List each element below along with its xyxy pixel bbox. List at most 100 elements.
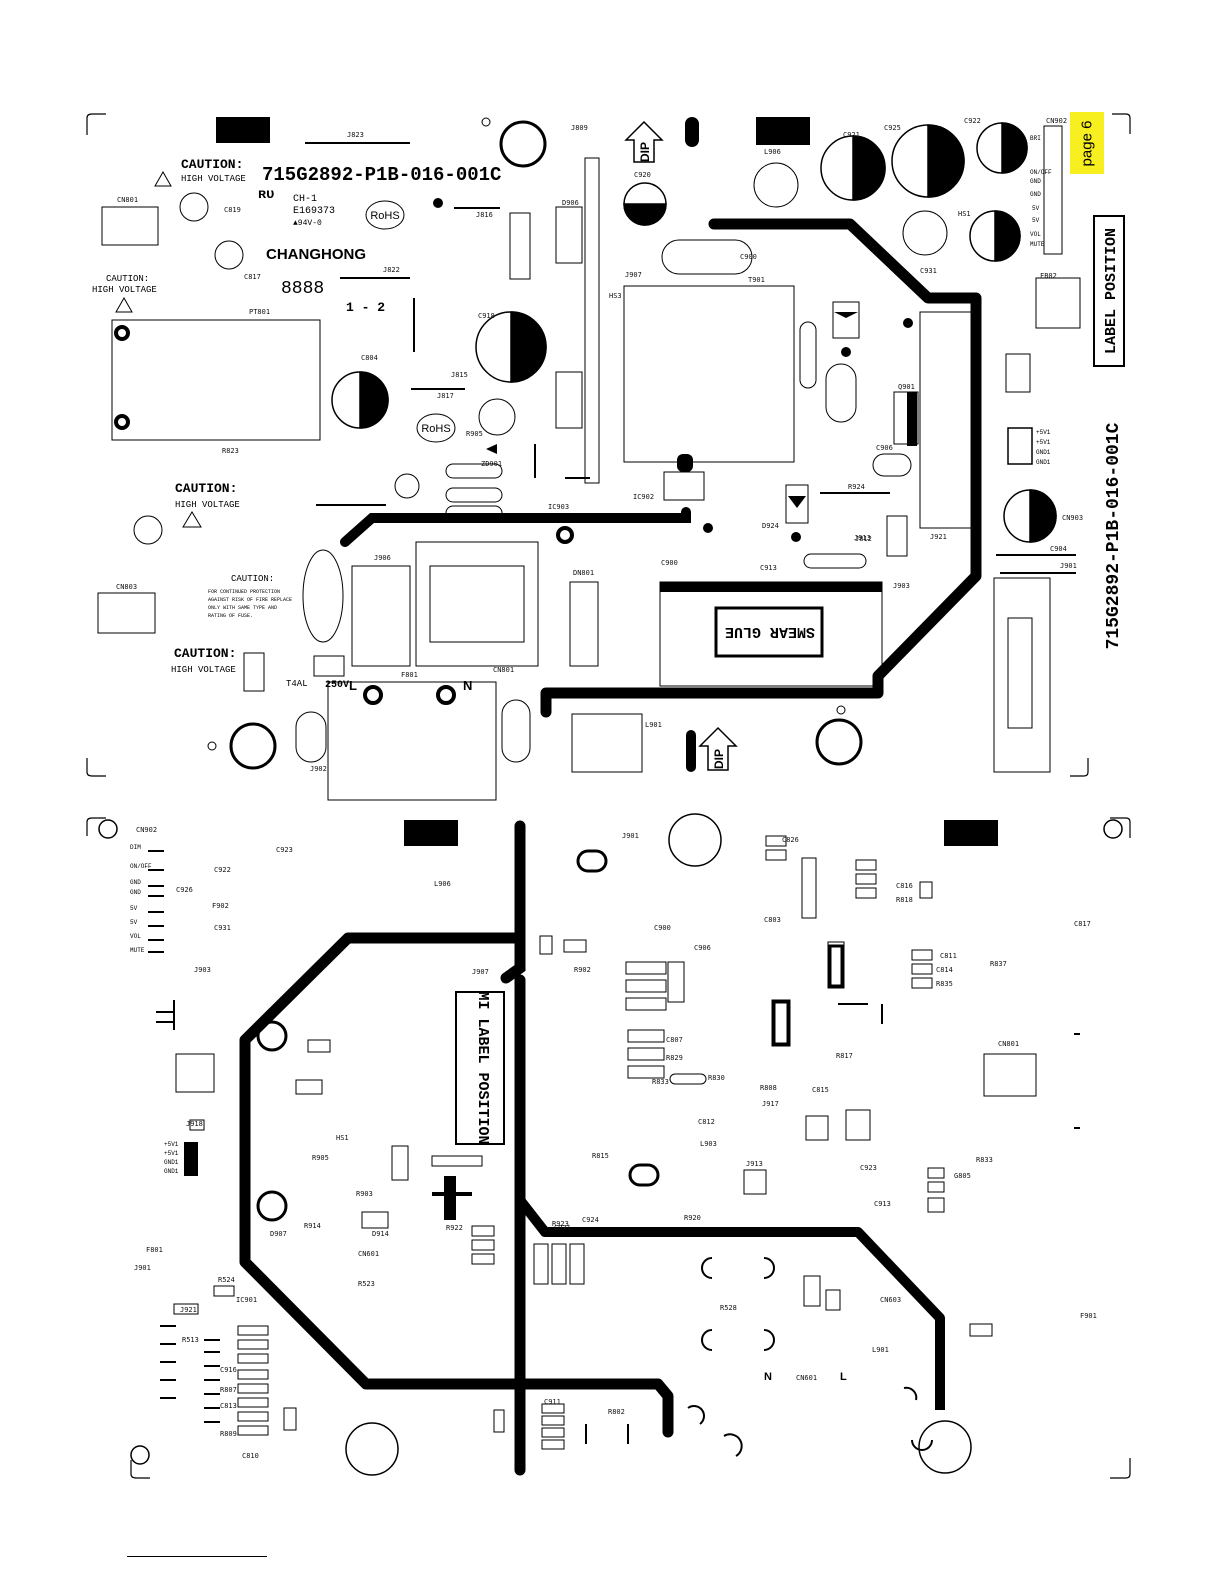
high-voltage-label: HIGH VOLTAGE bbox=[181, 174, 246, 184]
ref-label: J817 bbox=[437, 392, 454, 400]
dip-arrow-bottom: DIP bbox=[686, 726, 738, 772]
ref-label: C926 bbox=[176, 886, 193, 894]
ref-label: L903 bbox=[700, 1140, 717, 1148]
fuse-caution: CAUTION: FOR CONTINUED PROTECTION AGAINS… bbox=[208, 574, 292, 619]
cn904-pin-labels: +5V1 +5V1 GND1 GND1 bbox=[1036, 429, 1051, 466]
output-pin-labels-bottom: +5V1 +5V1 GND1 GND1 bbox=[164, 1141, 198, 1176]
ref-label: C817 bbox=[1074, 920, 1091, 928]
smear-glue-band bbox=[660, 582, 882, 592]
caution-top-3: CAUTION: HIGH VOLTAGE bbox=[175, 481, 240, 528]
pin-label: GND bbox=[130, 879, 141, 886]
ref-label: R808 bbox=[760, 1084, 777, 1092]
ref-label: C925 bbox=[884, 124, 901, 132]
fuse-caution-line: ONLY WITH SAME TYPE AND bbox=[208, 605, 277, 611]
ref-label: FB02 bbox=[1040, 272, 1057, 280]
ref-label: R905 bbox=[466, 430, 483, 438]
pin-label: +5V1 bbox=[164, 1141, 179, 1148]
line-n: N bbox=[463, 678, 472, 693]
l901-choke bbox=[415, 541, 539, 667]
ref-label: L906 bbox=[764, 148, 781, 156]
trace-lines bbox=[305, 142, 1076, 574]
ref-label: R903 bbox=[356, 1190, 373, 1198]
ref-label: R523 bbox=[358, 1280, 375, 1288]
caution-label: CAUTION: bbox=[174, 646, 236, 661]
ref-label: Q901 bbox=[898, 383, 915, 391]
footer-rule bbox=[127, 1556, 267, 1557]
ref-label: C931 bbox=[214, 924, 231, 932]
hs3-heatsink bbox=[584, 157, 600, 484]
fiducial-block bbox=[944, 820, 998, 846]
ic901-outline bbox=[993, 577, 1051, 773]
ref-label: C913 bbox=[760, 564, 777, 572]
ref-label: C924 bbox=[582, 1216, 599, 1224]
cn803-box bbox=[97, 592, 156, 634]
pin-label: 5V bbox=[1032, 205, 1040, 212]
rohs-mark: RoHS bbox=[416, 413, 456, 443]
ref-label: CN903 bbox=[1062, 514, 1083, 522]
pin-label: DIM bbox=[130, 844, 141, 851]
top-board: SMEAR GLUE CAUTION: HIGH VOLTAGE CAUTION… bbox=[86, 113, 1131, 801]
pin-label: VOL bbox=[1030, 231, 1041, 238]
mi-label-box bbox=[455, 991, 505, 1145]
ref-label: J913 bbox=[854, 534, 871, 542]
ref-label: D907 bbox=[270, 1230, 287, 1238]
pin-label: GND bbox=[1030, 178, 1041, 185]
black-smd-bottom bbox=[432, 1176, 472, 1220]
ref-label: J809 bbox=[571, 124, 588, 132]
caution-label: CAUTION: bbox=[106, 274, 149, 284]
ref-label: L901 bbox=[645, 721, 662, 729]
ref-label: C916 bbox=[220, 1366, 237, 1374]
ref-label: HS1 bbox=[958, 210, 971, 218]
ref-label: C807 bbox=[666, 1036, 683, 1044]
cert-line: CH-1 bbox=[293, 194, 317, 205]
ref-label: J903 bbox=[194, 966, 211, 974]
cn801-box bbox=[101, 206, 159, 246]
cn902-pin-lines bbox=[148, 850, 220, 1423]
ref-label: R809 bbox=[220, 1430, 237, 1438]
ref-label: T901 bbox=[748, 276, 765, 284]
fb802-box bbox=[175, 1053, 215, 1093]
ref-label: C803 bbox=[764, 916, 781, 924]
top-board-corners bbox=[86, 113, 1131, 777]
top-ref-labels: CN801 C819 C817 PT801 R823 C804 CN803 J8… bbox=[116, 117, 1083, 773]
pads bbox=[114, 325, 574, 705]
ref-label: C920 bbox=[634, 171, 651, 179]
ref-label: C811 bbox=[940, 952, 957, 960]
ref-label: C817 bbox=[244, 273, 261, 281]
ref-label: J907 bbox=[472, 968, 489, 976]
c905-box bbox=[351, 565, 411, 667]
ref-label: CN801 bbox=[117, 196, 138, 204]
hv-boundary-trace-bottom bbox=[239, 932, 674, 1438]
pin-label: GND bbox=[130, 889, 141, 896]
mi-label-position-text: MI LABEL POSITION bbox=[474, 991, 491, 1144]
ref-label: CN902 bbox=[136, 826, 157, 834]
pin-label: +5V1 bbox=[1036, 439, 1051, 446]
ref-label: C816 bbox=[896, 882, 913, 890]
ref-label: C906 bbox=[876, 444, 893, 452]
ref-label: F801 bbox=[146, 1246, 163, 1254]
caution-top-4: CAUTION: HIGH VOLTAGE bbox=[171, 646, 236, 675]
cn902-pin-labels-bottom: DIM ON/OFF GND GND 5V 5V VOL MUTE bbox=[130, 844, 152, 954]
caution-label: CAUTION: bbox=[175, 481, 237, 496]
ref-label: F902 bbox=[212, 902, 229, 910]
ref-label: C922 bbox=[214, 866, 231, 874]
line-n-bottom: N bbox=[764, 1371, 772, 1383]
ref-label: C931 bbox=[920, 267, 937, 275]
pads-bottom bbox=[256, 849, 660, 1222]
rohs-label: RoHS bbox=[421, 423, 450, 435]
ref-label: C923 bbox=[860, 1164, 877, 1172]
ref-label: CN601 bbox=[358, 1250, 379, 1258]
fuse-caution-line: AGAINST RISK OF FIRE REPLACE bbox=[208, 597, 292, 603]
ref-label: R837 bbox=[990, 960, 1007, 968]
ref-label: C819 bbox=[224, 206, 241, 214]
page-tab[interactable]: page 6 bbox=[1070, 112, 1104, 174]
hv-boundary-trace bbox=[540, 218, 982, 718]
ref-label: L901 bbox=[872, 1346, 889, 1354]
pin-label: ON/OFF bbox=[130, 863, 152, 870]
pin-label: BRI bbox=[1030, 135, 1041, 142]
digit-display: 8888 bbox=[281, 279, 324, 299]
ic901-inner bbox=[1007, 617, 1033, 729]
ref-label: R807 bbox=[220, 1386, 237, 1394]
smear-glue-label-box bbox=[714, 606, 824, 658]
